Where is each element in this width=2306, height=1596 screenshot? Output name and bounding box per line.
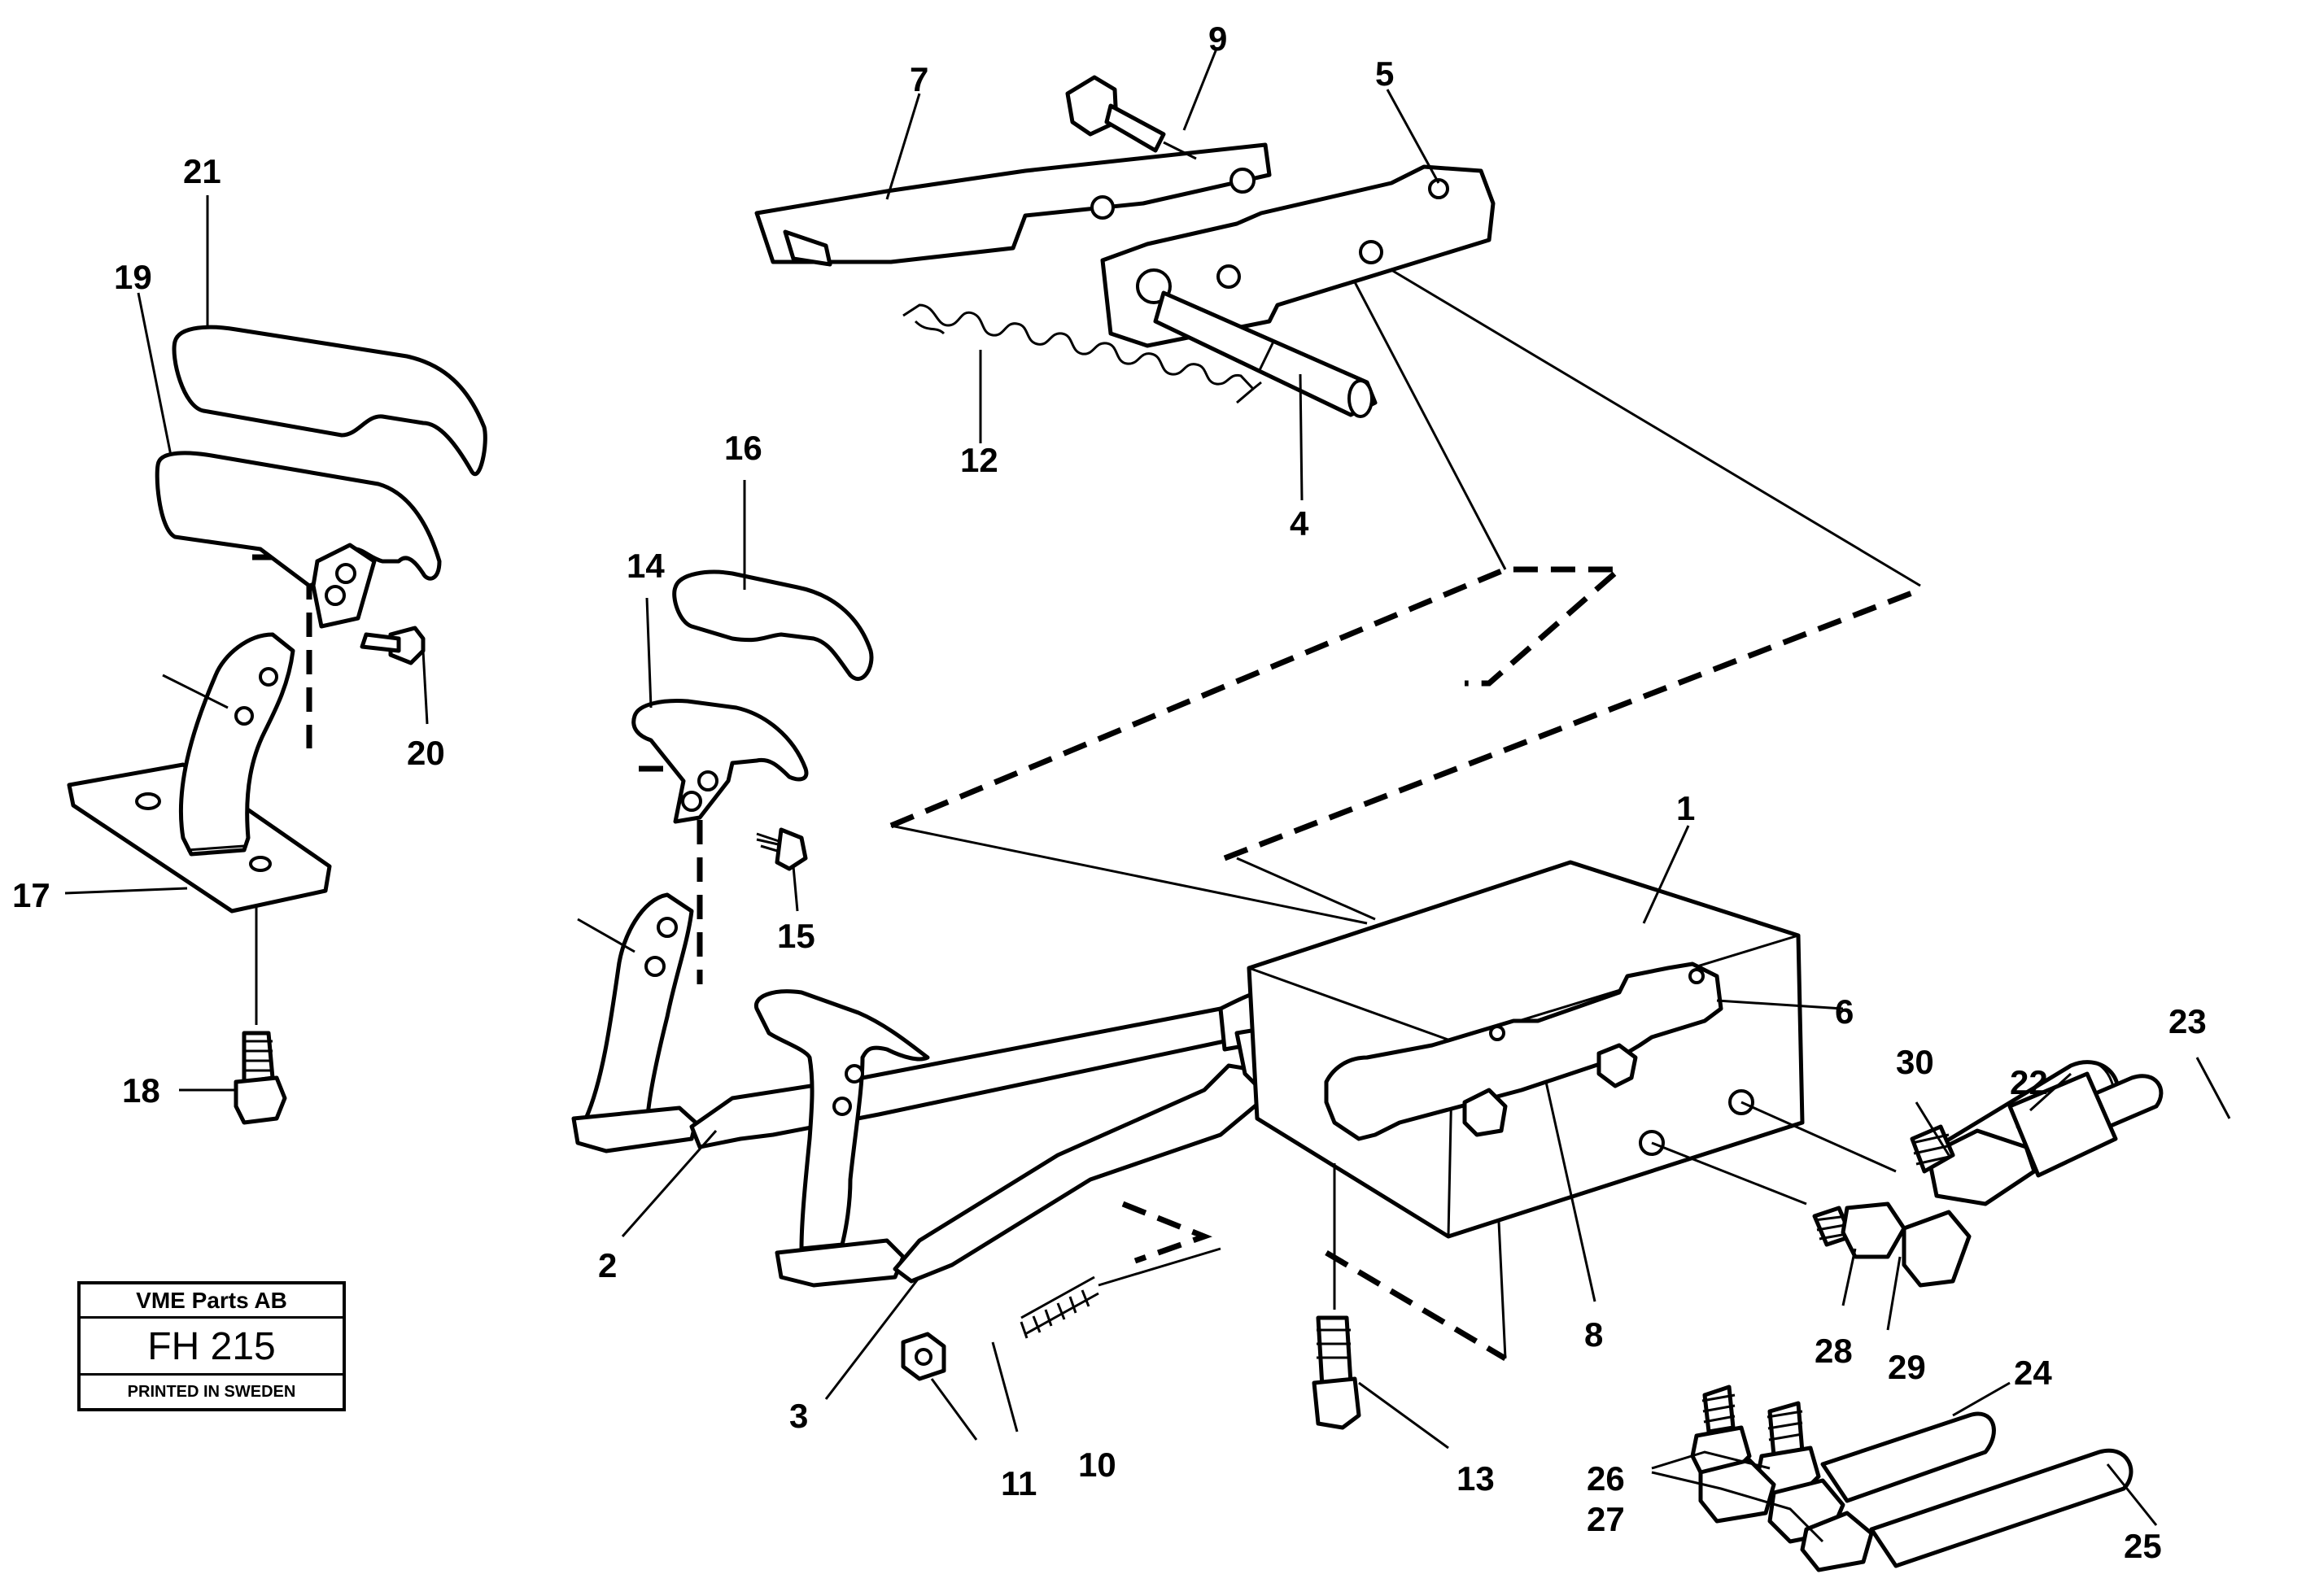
callout-leaders bbox=[64, 48, 2231, 1543]
callout-28: 28 bbox=[1815, 1332, 1853, 1370]
callout-4: 4 bbox=[1290, 504, 1309, 543]
callout-10: 10 bbox=[1078, 1446, 1116, 1484]
part-22-hose bbox=[2007, 1071, 2164, 1178]
callout-13: 13 bbox=[1457, 1459, 1495, 1498]
callout-8: 8 bbox=[1584, 1315, 1603, 1354]
callout-25: 25 bbox=[2124, 1527, 2162, 1565]
callout-16: 16 bbox=[724, 429, 762, 467]
callout-11: 11 bbox=[1001, 1464, 1037, 1502]
part-4-shaft bbox=[1153, 290, 1378, 418]
callout-15: 15 bbox=[777, 917, 815, 955]
callout-26: 26 bbox=[1587, 1459, 1625, 1498]
part-18-bolt bbox=[234, 907, 287, 1125]
callout-18: 18 bbox=[122, 1071, 160, 1110]
callout-3: 3 bbox=[789, 1397, 808, 1435]
part-12-spring bbox=[902, 303, 1262, 404]
part-14-pedal-pad bbox=[631, 699, 809, 824]
callout-7: 7 bbox=[910, 60, 928, 98]
part-28-fitting bbox=[1812, 1201, 1906, 1259]
part-15-screw bbox=[756, 827, 808, 912]
callout-21: 21 bbox=[183, 152, 221, 190]
callout-9: 9 bbox=[1208, 20, 1227, 58]
part-24-hose bbox=[1820, 1411, 1996, 1503]
part-21-pedal-pad bbox=[172, 325, 487, 477]
callout-20: 20 bbox=[407, 734, 445, 772]
assembly-dash-lines bbox=[252, 227, 1922, 1362]
callout-27: 27 bbox=[1587, 1500, 1625, 1538]
part-17-base-bracket bbox=[67, 632, 332, 914]
part-30-elbow bbox=[1910, 1124, 2037, 1206]
part-9-bolt bbox=[1065, 75, 1197, 160]
part-19-pedal-pad bbox=[155, 451, 442, 629]
callout-23: 23 bbox=[2168, 1002, 2207, 1040]
diagram-code: FH 215 bbox=[81, 1319, 343, 1376]
part-25-hose bbox=[1869, 1448, 2133, 1568]
company-name: VME Parts AB bbox=[81, 1284, 343, 1319]
part-7-lever bbox=[754, 142, 1272, 267]
callout-30: 30 bbox=[1896, 1043, 1934, 1081]
part-13-bolt bbox=[1312, 1163, 1361, 1430]
callout-24: 24 bbox=[2014, 1354, 2052, 1392]
print-note: PRINTED IN SWEDEN bbox=[127, 1383, 296, 1401]
part-11-nut bbox=[901, 1332, 946, 1381]
callout-1: 1 bbox=[1676, 789, 1695, 827]
callout-6: 6 bbox=[1835, 992, 1854, 1031]
callout-14: 14 bbox=[627, 547, 665, 585]
callout-22: 22 bbox=[2010, 1063, 2048, 1101]
part-16-pedal-pad bbox=[672, 569, 874, 682]
callout-12: 12 bbox=[960, 441, 998, 479]
part-20-screw bbox=[360, 626, 429, 725]
part-5-bracket bbox=[1100, 164, 1496, 348]
callout-19: 19 bbox=[114, 258, 152, 296]
callout-29: 29 bbox=[1888, 1348, 1926, 1386]
callout-17: 17 bbox=[12, 876, 50, 914]
part-6-bracket bbox=[1324, 962, 1723, 1141]
callout-numbers: 1 2 3 4 5 6 7 8 9 10 11 12 13 14 15 16 1… bbox=[12, 20, 2207, 1565]
part-27-elbows bbox=[1698, 1458, 1874, 1572]
part-10-spring bbox=[1020, 1247, 1221, 1339]
callout-2: 2 bbox=[598, 1246, 617, 1284]
part-29-elbow bbox=[1902, 1210, 1972, 1288]
callout-5: 5 bbox=[1375, 55, 1394, 93]
title-block: VME Parts AB FH 215 PRINTED IN SWEDEN bbox=[77, 1281, 346, 1411]
